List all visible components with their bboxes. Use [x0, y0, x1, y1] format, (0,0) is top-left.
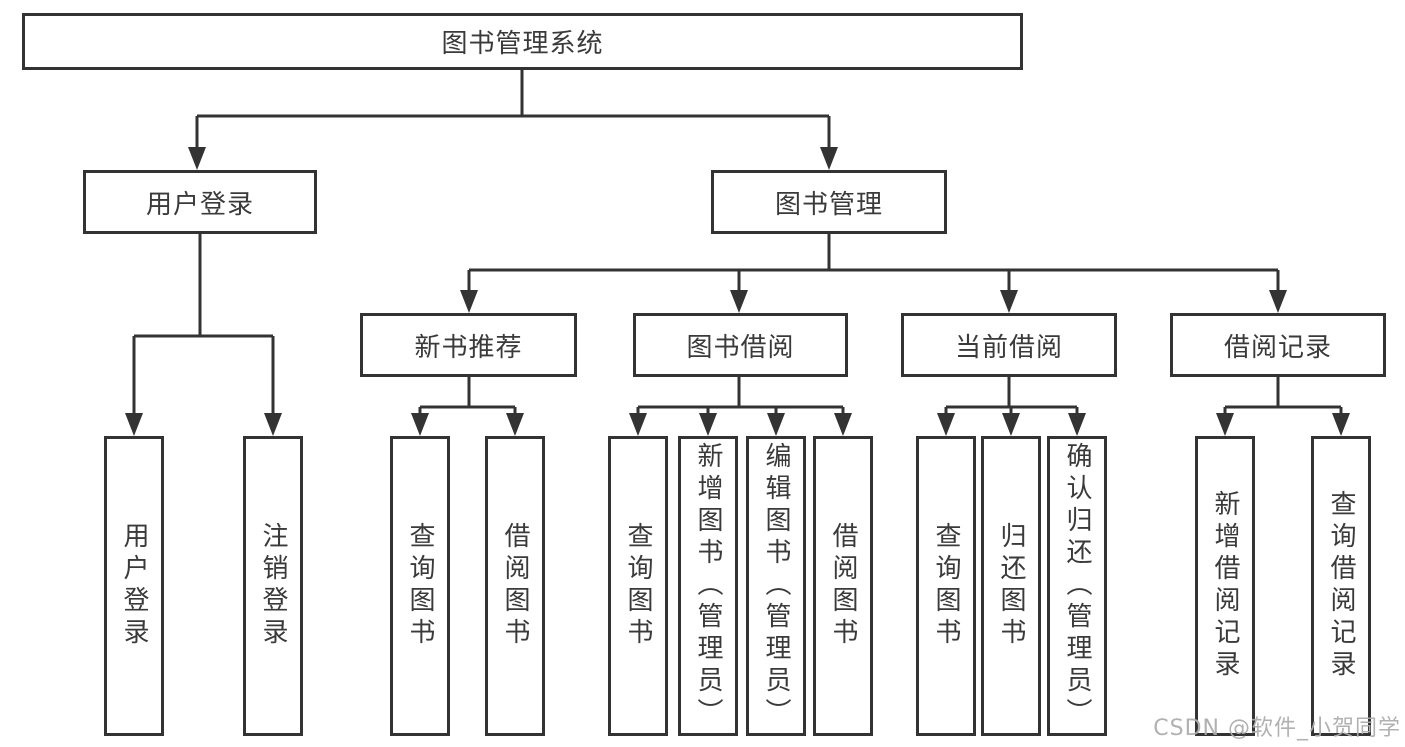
edge-borrow-group	[629, 377, 852, 436]
leaf-borrow-add-book-admin: 新增图书（管理员）	[678, 436, 738, 736]
leaf-recommend-query-book: 查询图书	[390, 436, 450, 736]
leaf-record-query: 查询借阅记录	[1311, 436, 1371, 736]
leaf-recommend-borrow-book: 借阅图书	[485, 436, 545, 736]
csdn-watermark: CSDN @软件_小贺同学	[1153, 716, 1401, 741]
leaf-current-query-book: 查询图书	[916, 436, 976, 736]
node-new-book-recommend: 新书推荐	[360, 313, 577, 377]
edge-record-group	[1216, 377, 1350, 436]
edge-root-to-level2	[188, 68, 838, 170]
node-borrow-records: 借阅记录	[1170, 313, 1386, 377]
edge-user-branch	[125, 234, 282, 436]
leaf-borrow-borrow-book: 借阅图书	[813, 436, 873, 736]
leaf-current-confirm-return-admin: 确认归还（管理员）	[1047, 436, 1107, 736]
leaf-user-login: 用户登录	[104, 436, 164, 736]
node-current-borrow: 当前借阅	[901, 313, 1117, 377]
edge-book-branch	[460, 234, 1287, 313]
node-book-borrow: 图书借阅	[633, 313, 848, 377]
leaf-borrow-edit-book-admin: 编辑图书（管理员）	[746, 436, 806, 736]
leaf-logout: 注销登录	[243, 436, 303, 736]
node-user-login-branch: 用户登录	[83, 170, 317, 234]
edge-newbook-group	[411, 377, 524, 436]
edge-current-group	[937, 377, 1086, 436]
node-root-system: 图书管理系统	[22, 13, 1023, 70]
leaf-current-return-book: 归还图书	[981, 436, 1041, 736]
leaf-borrow-query-book: 查询图书	[608, 436, 668, 736]
leaf-record-add: 新增借阅记录	[1195, 436, 1255, 736]
node-book-management-branch: 图书管理	[711, 170, 947, 234]
